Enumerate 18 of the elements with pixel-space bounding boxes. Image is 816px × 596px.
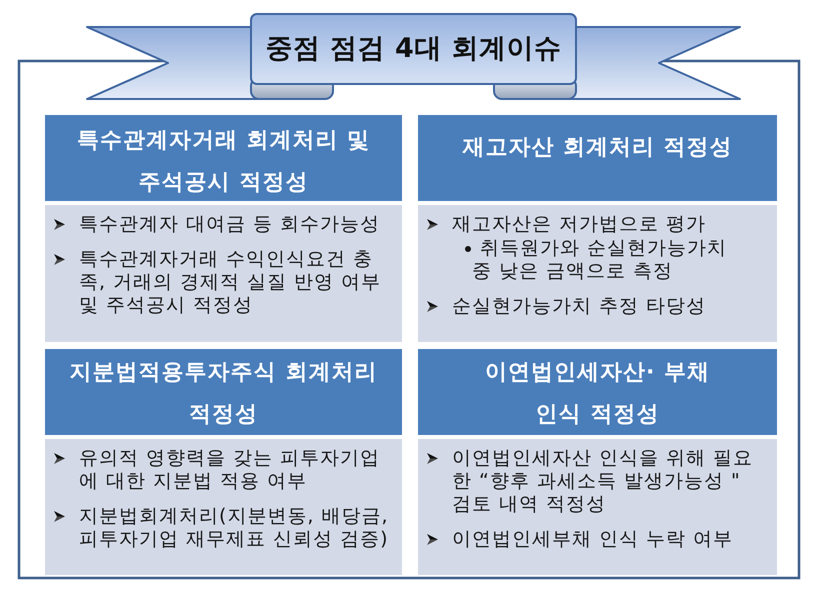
panel-header: 지분법적용투자주식 회계처리 적정성 <box>45 349 402 439</box>
diagram-title: 중점 점검 4대 회계이슈 <box>265 33 562 65</box>
topic-panel <box>418 349 777 575</box>
bullet-text: 순실현가능가치 추정 타당성 <box>452 295 706 318</box>
panel-header: 이연법인세자산· 부채 인식 적정성 <box>418 349 777 439</box>
sub-bullet-text: 취득원가와 순실현가능가치 중 낮은 금액으로 측정 <box>472 237 728 283</box>
bullet-text: 유의적 영향력을 갖는 피투자기업에 대한 지분법 적용 여부 <box>79 447 382 493</box>
topic-panel <box>45 115 402 342</box>
bullet-text: 지분법회계처리(지분변동, 배당금, 피투자기업 재무제표 신뢰성 검증) <box>79 505 390 551</box>
panel-header: 재고자산 회계처리 적정성 <box>418 115 777 205</box>
bullet-text: 특수관계자거래 수익인식요건 충족, 거래의 경제적 실질 반영 여부 및 주석공시 적정성 <box>79 248 382 317</box>
bullet-text: 특수관계자 대여금 등 회수가능성 <box>79 213 380 236</box>
topic-panel <box>45 349 402 575</box>
bullet-text: 이연법인세부채 인식 누락 여부 <box>452 528 734 551</box>
bullet-text: 이연법인세자산 인식을 위해 필요한 “향후 과세소득 발생가능성 " 검토 내역 적정성 <box>452 447 754 516</box>
panel-header: 특수관계자거래 회계처리 및 주석공시 적정성 <box>45 115 402 205</box>
topic-panel <box>418 115 777 342</box>
bullet-text: 재고자산은 저가법으로 평가 <box>452 213 706 236</box>
